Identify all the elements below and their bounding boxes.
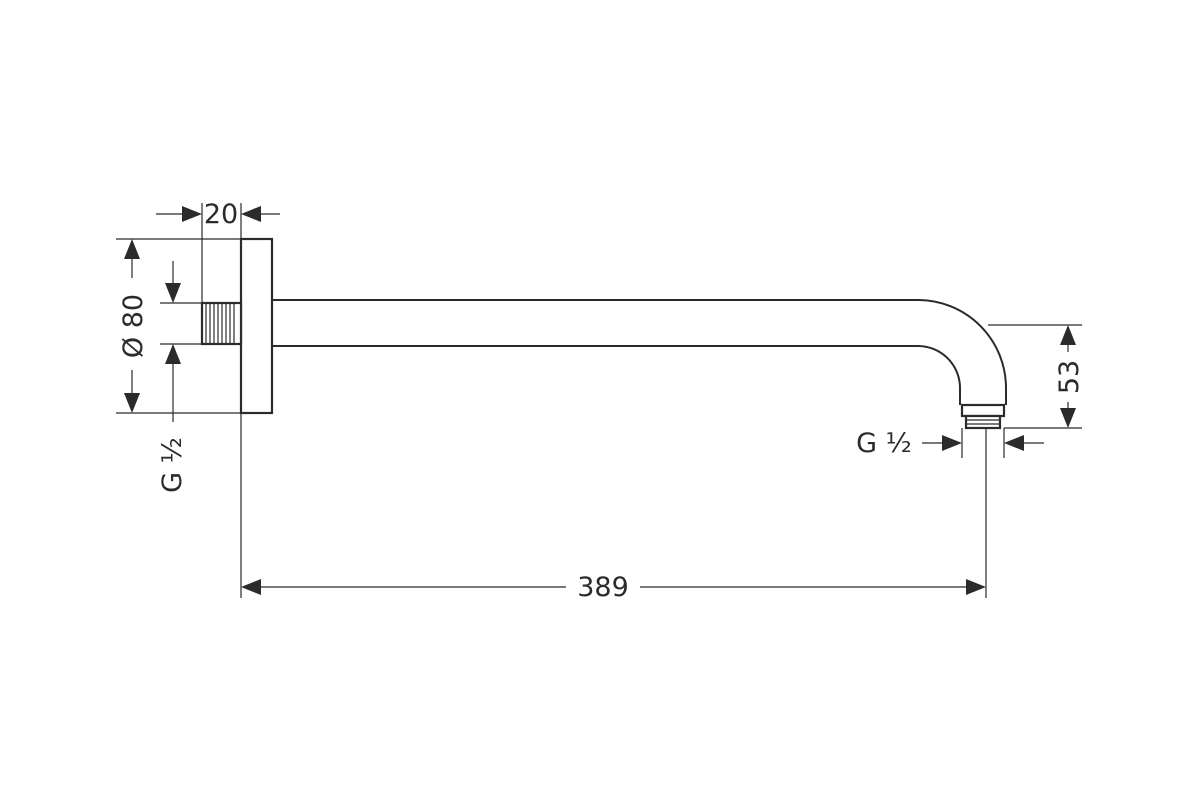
dimension-label-flange-diameter: Ø 80 [118, 294, 149, 358]
arrowhead [165, 344, 181, 364]
shower-arm-part [200, 237, 1007, 430]
dimension-label-flange-depth: 20 [204, 199, 238, 230]
dimension-wall-thread: G ½ [157, 261, 202, 493]
arrowhead [165, 283, 181, 303]
dimension-label-wall-thread: G ½ [157, 437, 188, 493]
arrowhead [1004, 435, 1024, 451]
dimension-label-arm-length: 389 [577, 572, 629, 603]
dimension-label-outlet-thread: G ½ [856, 428, 912, 459]
arrowhead [1060, 325, 1076, 345]
dimension-flange-diameter: Ø 80 [116, 238, 241, 414]
arrowhead [942, 435, 962, 451]
wall-connector-thread [200, 301, 243, 346]
arrowhead [182, 206, 202, 222]
wall-flange [239, 237, 274, 415]
arrowhead [966, 579, 986, 595]
arrowhead [241, 579, 261, 595]
arrowhead [124, 239, 140, 259]
arm-pipe [272, 299, 1007, 405]
outlet-thread [960, 403, 1006, 430]
dimension-arm-length: 389 [240, 413, 987, 603]
arrowhead [241, 206, 261, 222]
arrowhead [1060, 408, 1076, 428]
dimension-label-outlet-drop: 53 [1054, 360, 1085, 394]
dimension-flange-depth: 20 [156, 199, 280, 303]
dimension-outlet-drop: 53 [988, 324, 1085, 429]
arrowhead [124, 393, 140, 413]
dimension-outlet-thread: G ½ [856, 428, 1044, 459]
